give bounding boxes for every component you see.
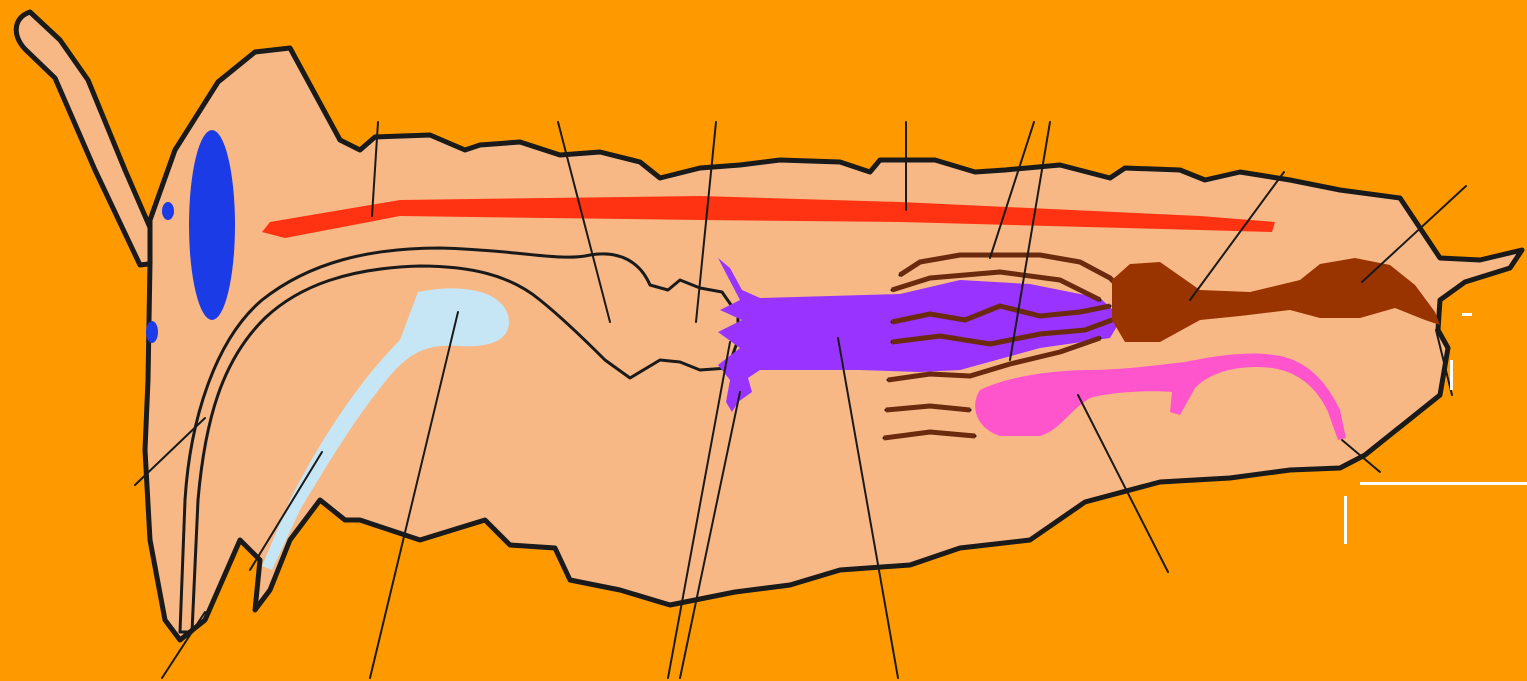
artifact-speck-3 (1360, 482, 1527, 485)
artifact-speck-4 (1344, 496, 1347, 544)
artifact-speck-2 (1450, 360, 1453, 390)
ocellus-upper (162, 202, 174, 220)
compound-eye (189, 130, 235, 320)
artifact-speck-1 (1462, 313, 1472, 316)
ocellus-lower (146, 321, 158, 343)
